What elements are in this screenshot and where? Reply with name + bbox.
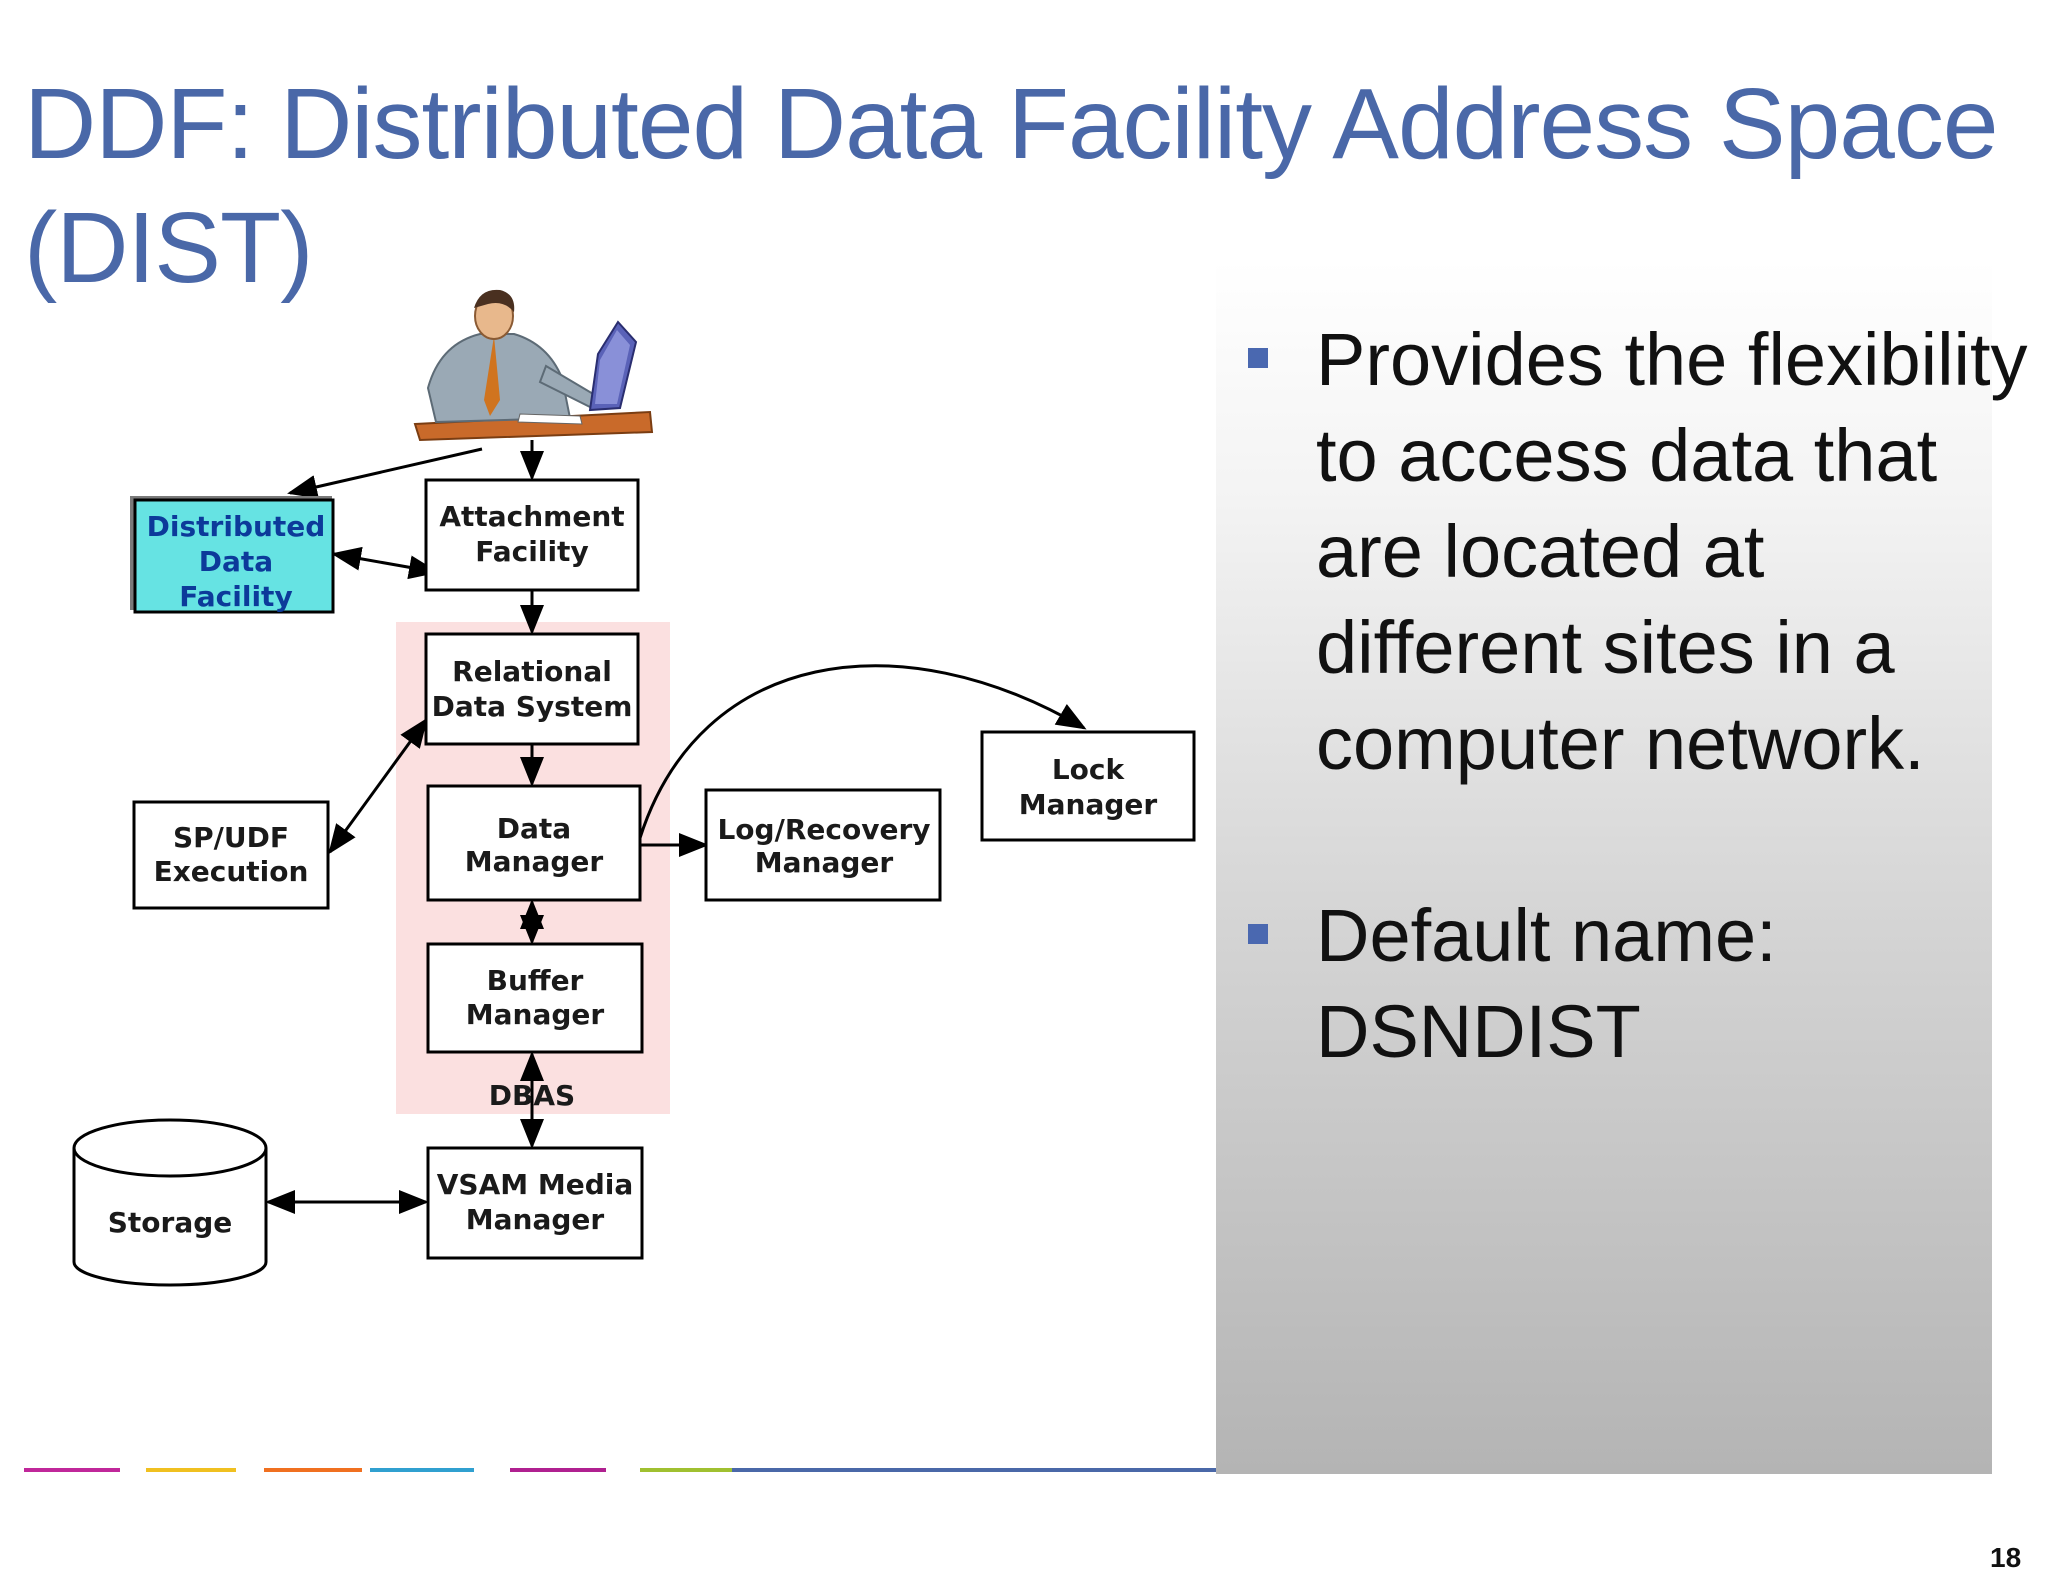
connector-user-to-ddf — [287, 447, 483, 499]
bullet-square-icon — [1248, 924, 1268, 944]
node-label-line: Facility — [475, 535, 588, 568]
footer-segment — [640, 1468, 732, 1472]
storage-cylinder-icon: Storage — [72, 1118, 268, 1287]
node-label-line: Manager — [1019, 788, 1158, 821]
dbas-label: DBAS — [489, 1079, 575, 1112]
connector-data-to-lock — [638, 664, 1087, 839]
footer-segment — [732, 1468, 1216, 1472]
node-label-line: Attachment — [439, 500, 624, 533]
node-attachment-facility: Attachment Facility — [424, 478, 640, 592]
storage-label: Storage — [108, 1206, 233, 1239]
bullet-text: Default name: DSNDIST — [1316, 894, 1777, 1073]
slide-title-line-1: DDF: Distributed Data Facility Address S… — [24, 68, 1998, 180]
footer-segment — [24, 1468, 120, 1472]
node-relational-data-system: Relational Data System — [424, 632, 640, 746]
node-label-line: Manager — [465, 845, 604, 878]
connector-spudf-rds — [328, 717, 428, 855]
node-label-line: Manager — [755, 846, 894, 879]
node-label-line: VSAM Media — [437, 1168, 634, 1201]
node-sp-udf-execution: SP/UDF Execution — [132, 800, 330, 910]
node-buffer-manager: Buffer Manager — [426, 942, 644, 1054]
node-label-line: Data — [497, 812, 571, 845]
node-label-line: Lock — [1052, 753, 1126, 786]
footer-segment — [510, 1468, 606, 1472]
node-label-line: Data — [199, 545, 273, 578]
footer-segment — [370, 1468, 474, 1472]
node-distributed-data-facility: Distributed Data Facility — [130, 496, 335, 614]
node-label-line: Relational — [452, 655, 612, 688]
bullet-list: Provides the flexibility to access data … — [1230, 312, 2030, 1080]
slide-title-line-2: (DIST) — [24, 192, 313, 304]
node-label-line: Log/Recovery — [717, 813, 930, 846]
node-lock-manager: Lock Manager — [980, 730, 1196, 842]
bullet-panel-background — [1216, 260, 1992, 1474]
bullet-item-default-name: Default name: DSNDIST — [1230, 888, 2030, 1080]
person-at-computer-icon — [413, 289, 654, 442]
footer-segment — [264, 1468, 362, 1472]
node-vsam-media-manager: VSAM Media Manager — [426, 1146, 644, 1260]
node-label-line: Execution — [154, 855, 309, 888]
node-label-line: Manager — [466, 998, 605, 1031]
bullet-item-flexibility: Provides the flexibility to access data … — [1230, 312, 2030, 792]
slide-title: DDF: Distributed Data Facility Address S… — [24, 62, 2044, 310]
node-label-line: Distributed — [147, 510, 326, 543]
node-label-line: Facility — [179, 580, 292, 613]
bullet-square-icon — [1248, 348, 1268, 368]
connector-ddf-attachment — [331, 546, 439, 580]
bullet-text: Provides the flexibility to access data … — [1316, 318, 2028, 785]
footer-segment — [146, 1468, 236, 1472]
node-log-recovery-manager: Log/Recovery Manager — [704, 788, 942, 902]
page-number: 18 — [1990, 1542, 2022, 1573]
node-data-manager: Data Manager — [426, 784, 642, 902]
node-label-line: Data System — [432, 690, 633, 723]
node-label-line: Manager — [466, 1203, 605, 1236]
node-label-line: Buffer — [487, 964, 584, 997]
node-label-line: SP/UDF — [173, 821, 289, 854]
